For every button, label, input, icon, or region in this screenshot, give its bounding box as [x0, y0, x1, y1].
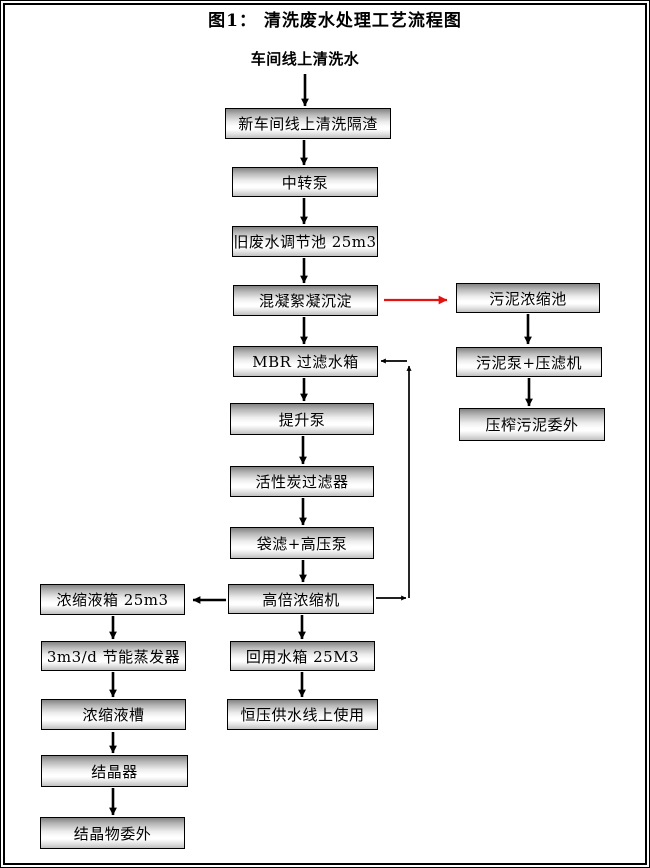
node-bag-filter-high-pressure-pump: 袋滤+高压泵 [230, 527, 374, 559]
node-mbr-filter-tank: MBR 过滤水箱 [233, 346, 378, 377]
node-pressed-sludge-outsourcing: 压榨污泥委外 [459, 408, 605, 441]
node-constant-pressure-supply: 恒压供水线上使用 [227, 699, 378, 730]
node-energy-saving-evaporator: 3m3/d 节能蒸发器 [41, 641, 186, 671]
node-lift-pump: 提升泵 [230, 403, 374, 435]
node-concentrate-trough: 浓缩液槽 [41, 699, 186, 730]
node-transfer-pump: 中转泵 [232, 167, 378, 197]
figure-title: 图1： 清洗废水处理工艺流程图 [208, 11, 462, 31]
source-water-label: 车间线上清洗水 [250, 50, 360, 68]
node-concentrate-tank: 浓缩液箱 25m3 [40, 584, 185, 615]
node-crystallizer: 结晶器 [41, 755, 188, 787]
node-high-ratio-concentrator: 高倍浓缩机 [228, 584, 374, 614]
node-coagulation-flocculation-sedimentation: 混凝絮凝沉淀 [233, 285, 378, 316]
node-sludge-pump-filter-press: 污泥泵+压滤机 [456, 347, 602, 377]
node-sludge-thickening-tank: 污泥浓缩池 [456, 283, 600, 313]
node-old-wastewater-equalization-tank: 旧废水调节池 25m3 [232, 226, 378, 257]
node-reuse-water-tank: 回用水箱 25M3 [230, 641, 375, 671]
node-crystal-outsourcing: 结晶物委外 [40, 817, 185, 849]
node-new-workshop-line-screening: 新车间线上清洗隔渣 [225, 108, 391, 139]
node-activated-carbon-filter: 活性炭过滤器 [230, 466, 374, 497]
